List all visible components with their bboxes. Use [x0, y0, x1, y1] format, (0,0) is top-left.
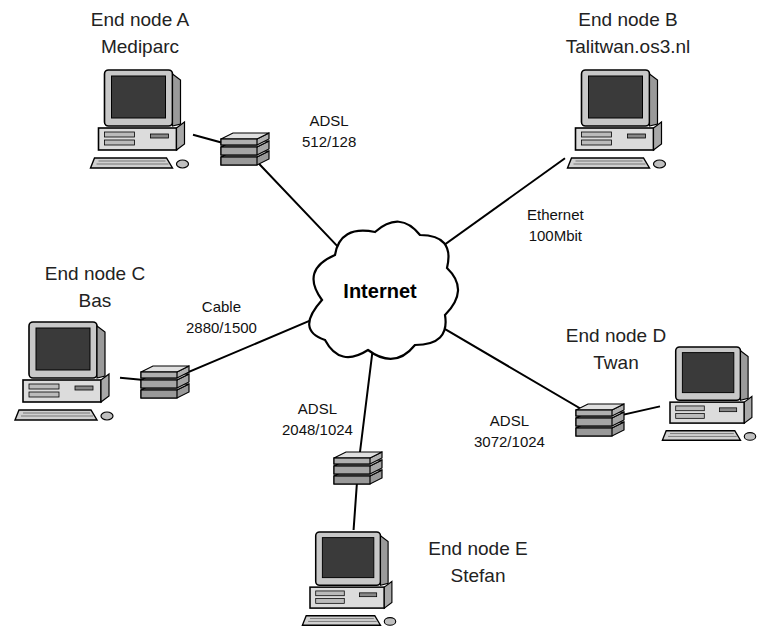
link-label: Ethernet 100Mbit — [525, 204, 586, 246]
end-node: End node AMediparc — [88, 68, 193, 173]
node-heading: End node EStefan — [428, 535, 527, 589]
end-node: End node BTalitwan.os3.nl — [565, 68, 670, 173]
node-heading: End node AMediparc — [91, 6, 189, 60]
network-link — [354, 341, 374, 530]
end-node: End node DTwan — [660, 345, 760, 445]
computer-icon — [662, 347, 755, 440]
computer-icon — [15, 322, 113, 420]
node-heading: End node DTwan — [566, 322, 666, 376]
modem-icon — [221, 133, 269, 165]
cloud-node: Internet — [337, 276, 422, 307]
modem-icon — [334, 452, 382, 484]
node-title: End node B — [566, 6, 691, 33]
node-title: End node A — [91, 6, 189, 33]
link-line — [354, 341, 374, 530]
node-heading: End node CBas — [45, 260, 145, 314]
node-heading: End node BTalitwan.os3.nl — [566, 6, 691, 60]
node-title: End node D — [566, 322, 666, 349]
node-name: Twan — [566, 349, 666, 376]
modem-icon — [141, 366, 189, 398]
computer-icon — [568, 70, 666, 168]
end-node: End node CBas — [10, 320, 120, 425]
computer-icon — [91, 70, 189, 168]
end-node: End node EStefan — [300, 530, 400, 630]
link-label: ADSL 2048/1024 — [280, 398, 355, 440]
modem-icon — [576, 404, 624, 436]
link-label: ADSL 512/128 — [300, 110, 358, 152]
node-name: Bas — [45, 287, 145, 314]
node-title: End node C — [45, 260, 145, 287]
internet-cloud — [309, 222, 458, 359]
link-label: Cable 2880/1500 — [184, 296, 259, 338]
node-name: Mediparc — [91, 33, 189, 60]
cloud-label: Internet — [343, 280, 416, 303]
link-label: ADSL 3072/1024 — [472, 410, 547, 452]
node-name: Stefan — [428, 562, 527, 589]
computer-icon — [302, 532, 395, 625]
node-name: Talitwan.os3.nl — [566, 33, 691, 60]
node-title: End node E — [428, 535, 527, 562]
